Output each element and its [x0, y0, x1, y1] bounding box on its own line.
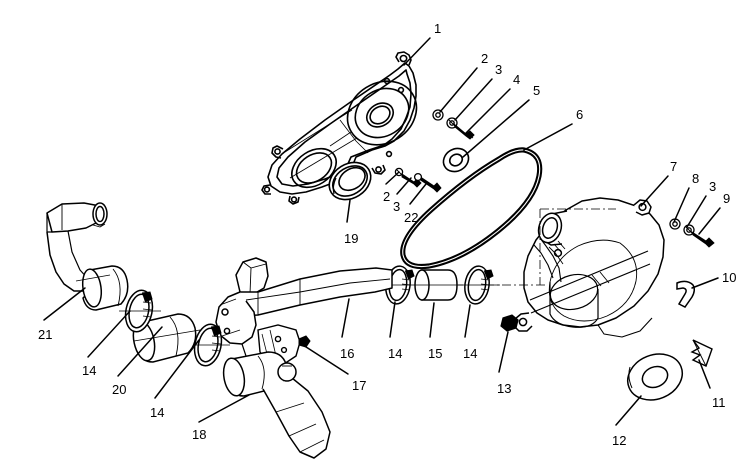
callout-number-3: 3 — [709, 179, 717, 194]
callout-number-13: 13 — [497, 381, 512, 396]
callout-number-8: 8 — [692, 171, 700, 186]
leader-line-19 — [346, 199, 351, 223]
callout-number-2: 2 — [383, 189, 391, 204]
leader-line-20 — [117, 326, 163, 377]
callout-number-11: 11 — [712, 395, 726, 410]
leader-line-21 — [43, 287, 86, 321]
leader-line-6 — [523, 123, 573, 151]
leader-line-15 — [429, 302, 435, 338]
leader-line-9 — [698, 207, 721, 235]
part-cover-oil-seal — [328, 161, 372, 201]
part-coupler-sleeve — [414, 269, 463, 301]
part-hardware-right-set — [669, 218, 715, 248]
callout-number-17: 17 — [352, 378, 367, 393]
leader-line-2 — [439, 67, 478, 113]
leader-line-5 — [462, 99, 530, 158]
callout-number-6: 6 — [576, 107, 584, 122]
leader-line-10 — [691, 277, 719, 289]
part-air-intake-duct — [215, 257, 393, 367]
callout-number-9: 9 — [723, 191, 731, 206]
part-hardware-upper-set — [432, 109, 475, 140]
callout-number-12: 12 — [612, 433, 627, 448]
part-air-outlet-duct — [46, 202, 129, 311]
leader-line-14 — [154, 339, 200, 399]
part-mounting-bracket — [690, 339, 713, 367]
leader-line-13 — [498, 331, 509, 373]
callout-number-7: 7 — [670, 159, 678, 174]
leader-line-14 — [464, 304, 471, 338]
part-clip-bracket — [676, 280, 696, 308]
callout-number-20: 20 — [112, 382, 127, 397]
part-seal-ring — [627, 353, 683, 401]
part-hardware-lower-set — [394, 167, 442, 193]
leader-line-3 — [396, 177, 412, 195]
leader-line-11 — [698, 359, 711, 389]
part-hose-clamp-d — [119, 289, 161, 333]
callout-number-15: 15 — [428, 346, 443, 361]
callout-number-18: 18 — [192, 427, 207, 442]
callout-leader-lines — [43, 37, 721, 426]
leader-line-16 — [341, 298, 350, 338]
part-clutch-cover-housing — [513, 197, 665, 338]
leader-line-1 — [403, 37, 431, 66]
leader-line-4 — [465, 88, 511, 134]
callout-number-3: 3 — [495, 62, 503, 77]
callout-number-2: 2 — [481, 51, 489, 66]
leader-line-3 — [454, 78, 493, 121]
callout-number-14: 14 — [150, 405, 165, 420]
callout-number-4: 4 — [513, 72, 521, 87]
callout-number-10: 10 — [722, 270, 737, 285]
callout-number-14: 14 — [82, 363, 97, 378]
leader-line-3 — [686, 195, 707, 228]
leader-line-8 — [673, 187, 690, 223]
callout-number-16: 16 — [340, 346, 355, 361]
part-spacer-bushing — [442, 147, 470, 173]
callout-number-3: 3 — [393, 199, 401, 214]
part-hose-clamp-c — [188, 323, 230, 367]
leader-line-22 — [409, 183, 427, 205]
leader-line-14 — [87, 310, 131, 358]
leader-line-18 — [198, 394, 250, 423]
part-hose-clamp-b — [458, 265, 500, 305]
part-cover-fastener — [500, 314, 519, 332]
callout-number-5: 5 — [533, 83, 541, 98]
leader-line-14 — [389, 301, 396, 338]
leader-line-2 — [385, 171, 400, 185]
part-drive-belt — [400, 147, 543, 270]
callout-number-19: 19 — [344, 231, 359, 246]
callout-number-22: 22 — [404, 210, 419, 225]
leader-line-17 — [302, 344, 349, 375]
leader-line-7 — [640, 175, 669, 207]
part-outer-clutch-cover-plate — [261, 51, 418, 205]
callout-number-14: 14 — [463, 346, 478, 361]
callout-number-1: 1 — [434, 21, 442, 36]
callout-number-14: 14 — [388, 346, 403, 361]
leader-line-12 — [615, 395, 642, 426]
part-lower-intake-boot — [222, 351, 331, 459]
callout-number-21: 21 — [38, 327, 53, 342]
construction-centerline — [485, 208, 616, 286]
